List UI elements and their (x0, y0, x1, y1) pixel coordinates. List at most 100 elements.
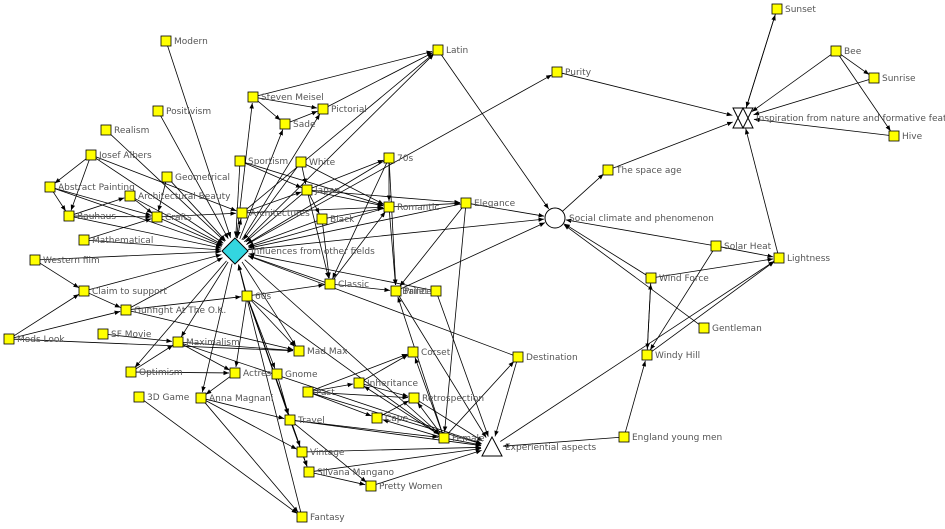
node-romantic[interactable]: Romantic (383, 201, 439, 213)
node-elegance[interactable]: Elegance (460, 197, 516, 209)
node-inheritance[interactable]: Inheritance (353, 377, 418, 389)
node-maximalism[interactable]: Maximalism (172, 336, 240, 348)
node-fantasy[interactable]: Fantasy (296, 511, 345, 523)
node-silvana[interactable]: Silvana Mangano (303, 466, 395, 478)
node-square-fantasy (296, 511, 308, 523)
edge-social-to-spaceage (562, 173, 604, 212)
node-sunrise[interactable]: Sunrise (868, 72, 916, 84)
edge-influences-to-social (247, 217, 545, 251)
node-ballet[interactable]: Ballet (402, 285, 442, 297)
node-crafts[interactable]: Crafts (151, 211, 192, 223)
node-claim[interactable]: Claim to support (78, 285, 167, 297)
node-anna[interactable]: Anna Magnani (195, 392, 273, 404)
node-label-elegance: Elegance (474, 199, 516, 209)
edge-elegance-to-social (470, 203, 545, 218)
node-optimism[interactable]: Optimism (125, 366, 183, 378)
edge-influences-to-madmax (241, 261, 297, 347)
node-vintage[interactable]: Vintage (296, 446, 345, 458)
edge-influences-to-purity (246, 74, 552, 246)
node-inspiration[interactable]: Inspiration from nature and formative fe… (732, 106, 945, 130)
edge-s60-to-actress (234, 300, 247, 368)
edge-abstract-to-influences (54, 188, 222, 247)
node-label-bauhaus: Bauhaus (77, 212, 116, 222)
node-social[interactable]: Social climate and phenomenon (544, 207, 714, 229)
edge-solarheat-to-lightness (720, 246, 774, 259)
node-label-inheritance: Inheritance (367, 379, 418, 389)
node-travel[interactable]: Travel (284, 414, 325, 426)
node-modern[interactable]: Modern (160, 35, 208, 47)
node-madmax[interactable]: Mad Max (293, 345, 348, 357)
edge-actress-to-anna (205, 375, 232, 395)
node-influences[interactable]: Influences from other fields (221, 237, 375, 265)
node-square-positivism (152, 105, 164, 117)
node-experiential[interactable]: Experiential aspects (481, 435, 597, 457)
node-sportism[interactable]: Sportism (234, 155, 288, 167)
node-sade[interactable]: Sade (279, 118, 316, 130)
edge-influences-to-anna (201, 263, 233, 393)
node-western[interactable]: Western film (29, 254, 100, 266)
node-retrospection[interactable]: Retrospection (408, 392, 484, 404)
node-archbeauty[interactable]: Architectural Beauty (124, 190, 231, 202)
edge-sade-to-pictorial (289, 110, 318, 123)
node-steven[interactable]: Steven Meisel (247, 91, 324, 103)
node-label-gentleman: Gentleman (712, 324, 762, 334)
node-sunset[interactable]: Sunset (771, 3, 816, 15)
node-latin[interactable]: Latin (432, 44, 468, 56)
node-s60[interactable]: 60s (241, 290, 271, 302)
node-windyhill[interactable]: Windy Hill (641, 349, 700, 361)
node-mods[interactable]: Mods Look (3, 333, 65, 345)
node-japan[interactable]: Japan (301, 184, 340, 196)
node-square-corset (407, 346, 419, 358)
node-spaceage[interactable]: The space age (602, 164, 682, 176)
node-realism[interactable]: Realism (100, 124, 149, 136)
edge-silvana-to-experiential (313, 447, 482, 472)
node-positivism[interactable]: Positivism (152, 105, 211, 117)
node-gnome[interactable]: Gnome (271, 368, 318, 380)
edge-influences-to-maximalism (180, 261, 229, 338)
node-geometrical[interactable]: Geometrical (161, 171, 230, 183)
node-actress[interactable]: Actress (229, 367, 276, 379)
node-mathematical[interactable]: Mathematical (78, 234, 153, 246)
edge-positivism-to-influences (160, 115, 229, 239)
node-classic[interactable]: Classic (324, 278, 369, 290)
node-bee[interactable]: Bee (830, 45, 862, 57)
node-black[interactable]: Black (316, 213, 355, 225)
node-pretty[interactable]: Pretty Women (365, 480, 442, 492)
node-label-steven: Steven Meisel (261, 93, 324, 103)
node-lightness[interactable]: Lightness (773, 252, 830, 264)
node-princess[interactable]: Princess (390, 285, 441, 297)
node-josef[interactable]: Josef Albers (85, 149, 152, 161)
node-destination[interactable]: Destination (512, 351, 578, 363)
node-abstract[interactable]: Abstract Painting (44, 181, 135, 193)
node-pictorial[interactable]: Pictorial (317, 103, 367, 115)
node-cape[interactable]: Cape (371, 412, 409, 424)
node-england[interactable]: England young men (618, 431, 722, 443)
edge-anna-to-vintage (205, 400, 297, 450)
node-bauhaus[interactable]: Bauhaus (63, 210, 116, 222)
node-square-madmax (293, 345, 305, 357)
node-corset[interactable]: Corset (407, 346, 451, 358)
node-white[interactable]: White (295, 156, 336, 168)
edge-destination-to-influences (247, 255, 514, 356)
node-purity[interactable]: Purity (551, 66, 592, 78)
node-windforce[interactable]: Wind Force (645, 272, 709, 284)
node-sfmovie[interactable]: SF Movie (97, 328, 152, 340)
node-square-ballet (430, 285, 442, 297)
edge-travel-to-female (294, 420, 439, 439)
node-architectures[interactable]: Architectures (236, 207, 310, 219)
node-solarheat[interactable]: Solar Heat (710, 240, 772, 252)
edge-maximalism-to-actress (182, 344, 230, 371)
edge-cape-to-retrospection (381, 400, 409, 416)
node-past[interactable]: Past (302, 386, 335, 398)
node-hive[interactable]: Hive (888, 130, 923, 142)
node-gunfight[interactable]: Gunfight At The O.K. (120, 304, 226, 316)
node-label-archbeauty: Architectural Beauty (138, 192, 231, 202)
node-gentleman[interactable]: Gentleman (698, 322, 762, 334)
node-game3d[interactable]: 3D Game (133, 391, 190, 403)
node-female[interactable]: Female (438, 432, 485, 444)
node-s70[interactable]: 70s (383, 152, 413, 164)
node-square-crafts (151, 211, 163, 223)
edge-influences-to-sade (239, 129, 284, 240)
edge-classic-to-princess (334, 284, 391, 293)
